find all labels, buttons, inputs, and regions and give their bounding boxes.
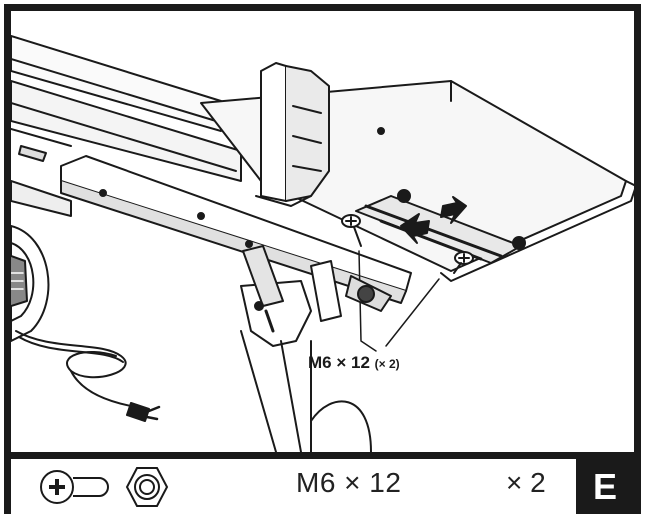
callout-qty: (× 2): [374, 357, 400, 371]
nut-icon: [125, 467, 169, 507]
callout-spec: M6 × 12: [308, 353, 370, 372]
divider: [11, 452, 634, 459]
motor-housing: [11, 225, 50, 342]
bolt-right: [453, 251, 474, 274]
wedge-blade: [255, 62, 330, 207]
footer-qty: × 2: [506, 467, 546, 498]
screw-icon: [40, 470, 109, 504]
bolt-callout: M6 × 12 (× 2): [308, 353, 400, 373]
bolt-left: [341, 214, 362, 247]
footer-spec: M6 × 12: [296, 467, 402, 498]
leg-assembly: [240, 245, 392, 452]
assembly-illustration: [11, 35, 634, 452]
power-cord: [15, 330, 161, 422]
adjust-arrows: [400, 196, 467, 244]
machine-beam: [11, 35, 242, 217]
slide-plate: [355, 189, 526, 264]
parts-footer: M6 × 12 × 2 E: [11, 459, 634, 514]
hardware-icons: [40, 467, 169, 507]
step-badge: E: [576, 459, 634, 514]
instruction-panel: M6 × 12 (× 2) M6 × 12 × 2 E: [4, 4, 641, 514]
